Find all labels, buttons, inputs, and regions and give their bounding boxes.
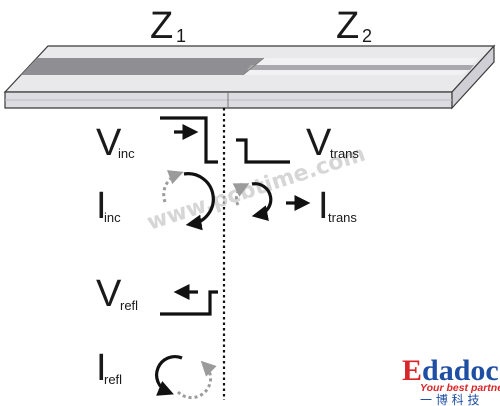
- i-inc-loop-dark-icon: [183, 172, 215, 231]
- brand-logo: Edadoc Your best partner 一 博 科 技: [402, 354, 500, 406]
- brand-name-rest: dadoc: [422, 354, 499, 387]
- v-inc-step-waveform: [160, 116, 218, 164]
- svg-text:Edadoc: Edadoc: [402, 354, 499, 387]
- v-trans-step-waveform: [236, 138, 290, 164]
- label-i-trans: I trans: [318, 185, 357, 227]
- v-inc-letter: V: [96, 122, 122, 164]
- v-refl-step-waveform: [160, 290, 218, 316]
- i-refl-loop-grey-icon: [176, 360, 217, 400]
- v-trans-letter: V: [306, 122, 332, 164]
- i-refl-letter: I: [96, 347, 107, 389]
- brand-tagline: Your best partner: [420, 382, 500, 394]
- i-trans-letter: I: [318, 185, 329, 227]
- i-trans-loop-dark-icon: [251, 182, 273, 222]
- i-trans-subscript: trans: [328, 210, 357, 225]
- trace-section-z1: [21, 58, 264, 75]
- i-trans-loop-grey-icon: [232, 183, 250, 206]
- i-inc-loop-grey-icon: [162, 170, 184, 203]
- pcb-board: [3, 44, 496, 110]
- v-trans-subscript: trans: [330, 146, 359, 161]
- i-refl-subscript: refl: [104, 372, 122, 387]
- label-i-refl: I refl: [96, 347, 122, 389]
- brand-name-initial: E: [402, 354, 422, 387]
- board-side-face: [451, 44, 495, 110]
- v-inc-subscript: inc: [118, 146, 135, 161]
- label-v-inc: V inc: [96, 122, 135, 164]
- i-inc-subscript: inc: [104, 210, 121, 225]
- zone-z2-letter: Z: [336, 5, 359, 47]
- trace-section-z2: [247, 65, 474, 70]
- zone-label-z1: Z 1: [150, 5, 186, 47]
- zone-z2-subscript: 2: [362, 26, 372, 46]
- i-refl-loop-dark-icon: [155, 355, 183, 396]
- i-inc-letter: I: [96, 185, 107, 227]
- brand-chinese-name: 一 博 科 技: [420, 392, 479, 406]
- zone-z1-letter: Z: [150, 5, 173, 47]
- zone-z1-subscript: 1: [176, 26, 186, 46]
- label-v-trans: V trans: [306, 122, 359, 164]
- label-i-inc: I inc: [96, 185, 121, 227]
- zone-label-z2: Z 2: [336, 5, 372, 47]
- v-refl-letter: V: [96, 273, 122, 315]
- v-refl-subscript: refl: [120, 298, 138, 313]
- label-v-refl: V refl: [96, 273, 138, 315]
